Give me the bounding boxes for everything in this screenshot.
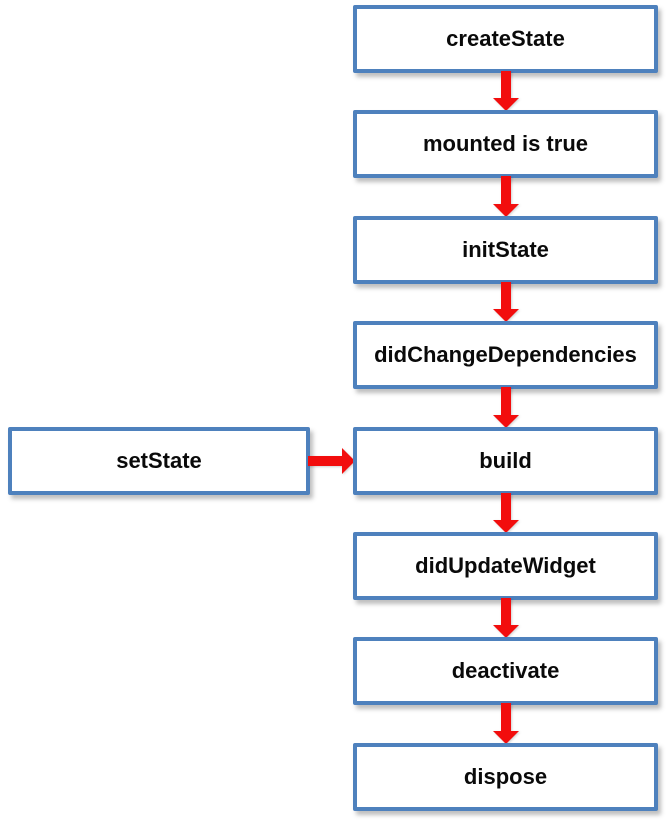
- node-label-setstate: setState: [116, 448, 202, 473]
- flow-node-dispose: dispose: [353, 742, 658, 811]
- arrow-didupdatewidget-to-deactivate: [492, 598, 519, 639]
- arrow-head-down-icon: [492, 414, 519, 428]
- arrow-deactivate-to-dispose: [492, 703, 519, 744]
- arrow-initstate-to-didchangedependencies: [492, 281, 519, 323]
- arrow-shaft: [500, 176, 511, 204]
- node-label-mountedistrue: mounted is true: [422, 131, 588, 157]
- node-label-didupdatewidget: didUpdateWidget: [415, 553, 596, 578]
- flow-node-didupdatewidget: didUpdateWidget: [353, 532, 658, 600]
- flow-node-setstate: setState: [8, 427, 310, 495]
- node-label-deactivate: deactivate: [451, 658, 560, 684]
- node-label-didchangedependencies: didChangeDependencies: [374, 342, 637, 368]
- arrow-head-down-icon: [492, 309, 519, 323]
- arrow-build-to-didupdatewidget: [492, 492, 519, 533]
- node-label-initstate: initState: [462, 236, 549, 262]
- arrow-shaft: [500, 492, 511, 520]
- arrow-head-down-icon: [492, 625, 519, 639]
- arrow-head-down-icon: [492, 730, 519, 744]
- arrow-shaft: [500, 71, 511, 99]
- arrow-setstate-to-build: [308, 448, 355, 474]
- flow-node-createstate: createState: [353, 5, 658, 73]
- arrow-mountedistrue-to-initstate: [492, 176, 519, 217]
- arrow-head-down-icon: [492, 203, 519, 217]
- arrow-shaft: [500, 703, 511, 731]
- arrow-shaft: [308, 456, 342, 466]
- arrow-head-down-icon: [492, 98, 519, 112]
- flow-node-build: build: [353, 426, 658, 495]
- arrow-shaft: [500, 598, 511, 626]
- node-label-dispose: dispose: [463, 763, 548, 789]
- arrow-didchangedependencies-to-build: [492, 387, 519, 428]
- node-label-build: build: [479, 447, 532, 473]
- flow-node-didchangedependencies: didChangeDependencies: [353, 321, 658, 390]
- arrow-createstate-to-mountedistrue: [492, 71, 519, 112]
- arrow-head-right-icon: [342, 448, 355, 474]
- flow-node-mountedistrue: mounted is true: [353, 110, 658, 179]
- arrow-head-down-icon: [492, 519, 519, 533]
- arrow-shaft: [500, 387, 511, 415]
- node-label-createstate: createState: [446, 26, 565, 51]
- flow-node-initstate: initState: [353, 215, 658, 284]
- flow-node-deactivate: deactivate: [353, 637, 658, 706]
- arrow-shaft: [500, 281, 511, 310]
